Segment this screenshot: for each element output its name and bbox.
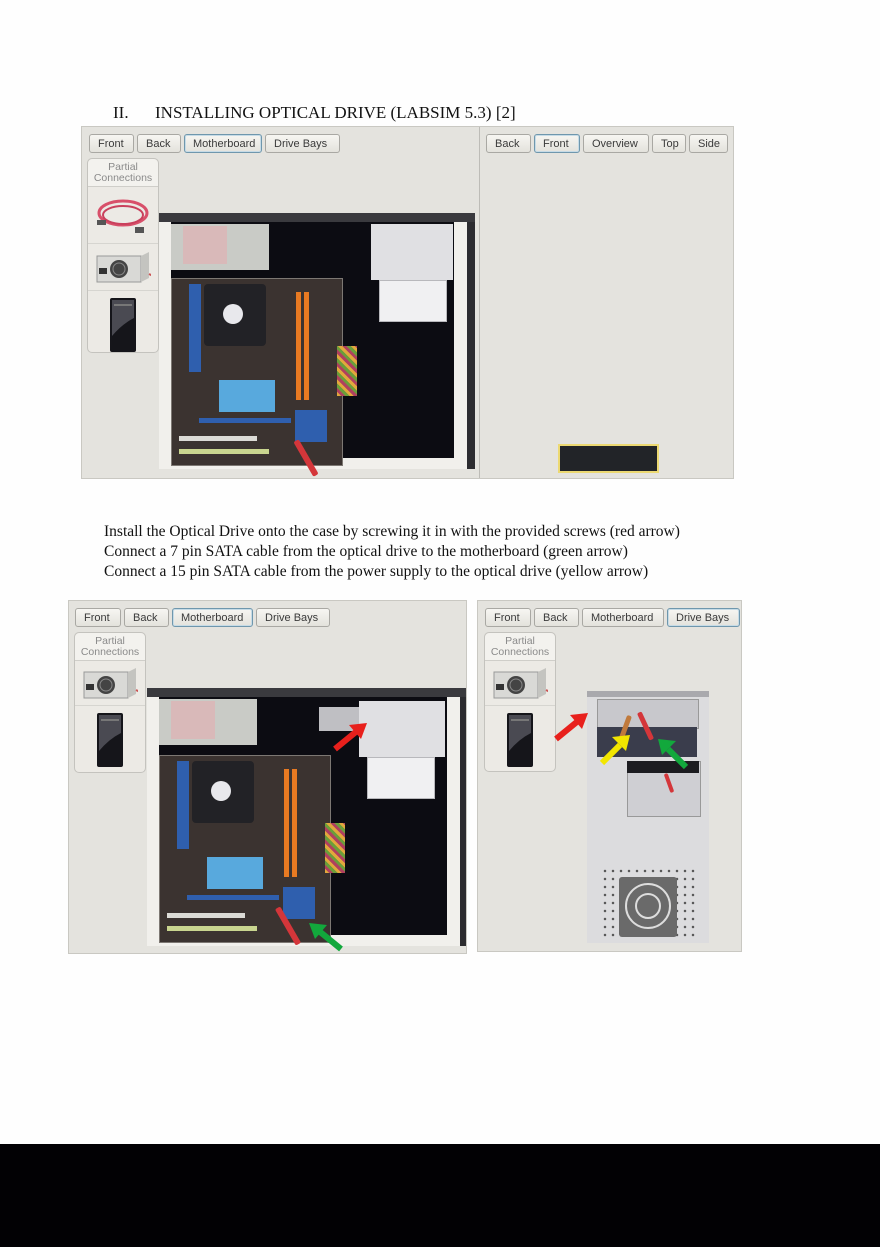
view-motherboard-button[interactable]: Motherboard bbox=[582, 608, 664, 627]
ide-ribbon-cable bbox=[337, 346, 357, 396]
green-arrow-icon bbox=[309, 923, 343, 952]
ram-slot bbox=[296, 292, 301, 400]
view-back-button[interactable]: Back bbox=[137, 134, 181, 153]
ram-slot bbox=[292, 769, 297, 877]
labsim-screenshot-2-drive-bays: Front Back Motherboard Drive Bays Partia… bbox=[477, 600, 742, 952]
ide-ribbon-cable bbox=[325, 823, 345, 873]
view-side-button[interactable]: Side bbox=[689, 134, 728, 153]
optical-drive-icon bbox=[97, 713, 123, 767]
section-number: II. bbox=[113, 103, 129, 122]
instruction-line: Connect a 15 pin SATA cable from the pow… bbox=[104, 563, 649, 580]
optical-drive-icon bbox=[507, 713, 533, 767]
labsim-screenshot-2-motherboard: Front Back Motherboard Drive Bays Partia… bbox=[68, 600, 467, 954]
partial-connections-tray: Partial Connections bbox=[74, 632, 146, 773]
ram-slot bbox=[284, 769, 289, 877]
drive-bay bbox=[371, 224, 453, 280]
optical-drive-bay bbox=[597, 699, 699, 729]
view-top-button[interactable]: Top bbox=[652, 134, 686, 153]
view-drive-bays-button[interactable]: Drive Bays bbox=[667, 608, 740, 627]
view-front-button[interactable]: Front bbox=[485, 608, 531, 627]
tray-item-power-supply[interactable] bbox=[75, 661, 145, 706]
tray-item-optical-drive[interactable] bbox=[75, 706, 145, 774]
tray-item-optical-drive[interactable] bbox=[88, 291, 158, 359]
view-motherboard-button[interactable]: Motherboard bbox=[184, 134, 262, 153]
case-front-drive-bays bbox=[587, 691, 709, 943]
tray-item-sata-cable[interactable] bbox=[88, 187, 158, 244]
view-front-button[interactable]: Front bbox=[89, 134, 134, 153]
view-motherboard-button[interactable]: Motherboard bbox=[172, 608, 253, 627]
green-arrow-icon bbox=[658, 739, 689, 770]
bottom-black-band bbox=[0, 1144, 880, 1247]
view-back-button[interactable]: Back bbox=[486, 134, 531, 153]
yellow-arrow-icon bbox=[599, 735, 630, 766]
power-supply-icon bbox=[83, 668, 138, 699]
view-back-button[interactable]: Back bbox=[534, 608, 579, 627]
drive-bay-plate bbox=[367, 757, 435, 799]
tray-item-optical-drive[interactable] bbox=[485, 706, 555, 774]
right-view-buttons: Back Front Overview Top Side bbox=[486, 134, 728, 153]
view-drive-bays-button[interactable]: Drive Bays bbox=[256, 608, 330, 627]
case-interior-view bbox=[159, 213, 475, 477]
tray-title: Partial Connections bbox=[75, 633, 145, 661]
left-view-buttons: Front Back Motherboard Drive Bays bbox=[75, 608, 330, 627]
sata-cable-icon bbox=[97, 199, 149, 233]
partial-connections-tray: Partial Connections bbox=[484, 632, 556, 772]
ram-slot bbox=[304, 292, 309, 400]
chipset-heatsink bbox=[207, 857, 263, 889]
drive-bay-plate bbox=[379, 280, 447, 322]
instructions: Install the Optical Drive onto the case … bbox=[104, 522, 680, 582]
section-heading: II. INSTALLING OPTICAL DRIVE (LABSIM 5.3)… bbox=[113, 103, 516, 123]
tray-item-power-supply[interactable] bbox=[88, 244, 158, 291]
view-back-button[interactable]: Back bbox=[124, 608, 169, 627]
view-front-button[interactable]: Front bbox=[534, 134, 580, 153]
partial-connections-tray: Partial Connections bbox=[87, 158, 159, 353]
section-title: INSTALLING OPTICAL DRIVE (LABSIM 5.3) [2… bbox=[155, 103, 516, 122]
view-overview-button[interactable]: Overview bbox=[583, 134, 649, 153]
chipset-heatsink bbox=[219, 380, 275, 412]
power-supply-icon bbox=[96, 252, 151, 283]
drive-bay bbox=[359, 701, 445, 757]
power-supply-icon bbox=[493, 668, 548, 699]
left-view-buttons: Front Back Motherboard Drive Bays bbox=[89, 134, 340, 153]
view-front-button[interactable]: Front bbox=[75, 608, 121, 627]
tray-item-power-supply[interactable] bbox=[485, 661, 555, 706]
panel-divider bbox=[479, 127, 480, 478]
case-interior-view bbox=[147, 688, 466, 946]
view-drive-bays-button[interactable]: Drive Bays bbox=[265, 134, 340, 153]
instruction-line: Connect a 7 pin SATA cable from the opti… bbox=[104, 543, 628, 560]
tray-title: Partial Connections bbox=[485, 633, 555, 661]
optical-drive-selected[interactable] bbox=[558, 444, 659, 473]
right-view-buttons: Front Back Motherboard Drive Bays bbox=[485, 608, 740, 627]
red-arrow-icon bbox=[554, 713, 588, 742]
red-arrow-icon bbox=[333, 723, 367, 752]
labsim-screenshot-1: Front Back Motherboard Drive Bays Partia… bbox=[81, 126, 734, 479]
instruction-line: Install the Optical Drive onto the case … bbox=[104, 523, 680, 540]
optical-drive-icon bbox=[110, 298, 136, 352]
tray-title: Partial Connections bbox=[88, 159, 158, 187]
